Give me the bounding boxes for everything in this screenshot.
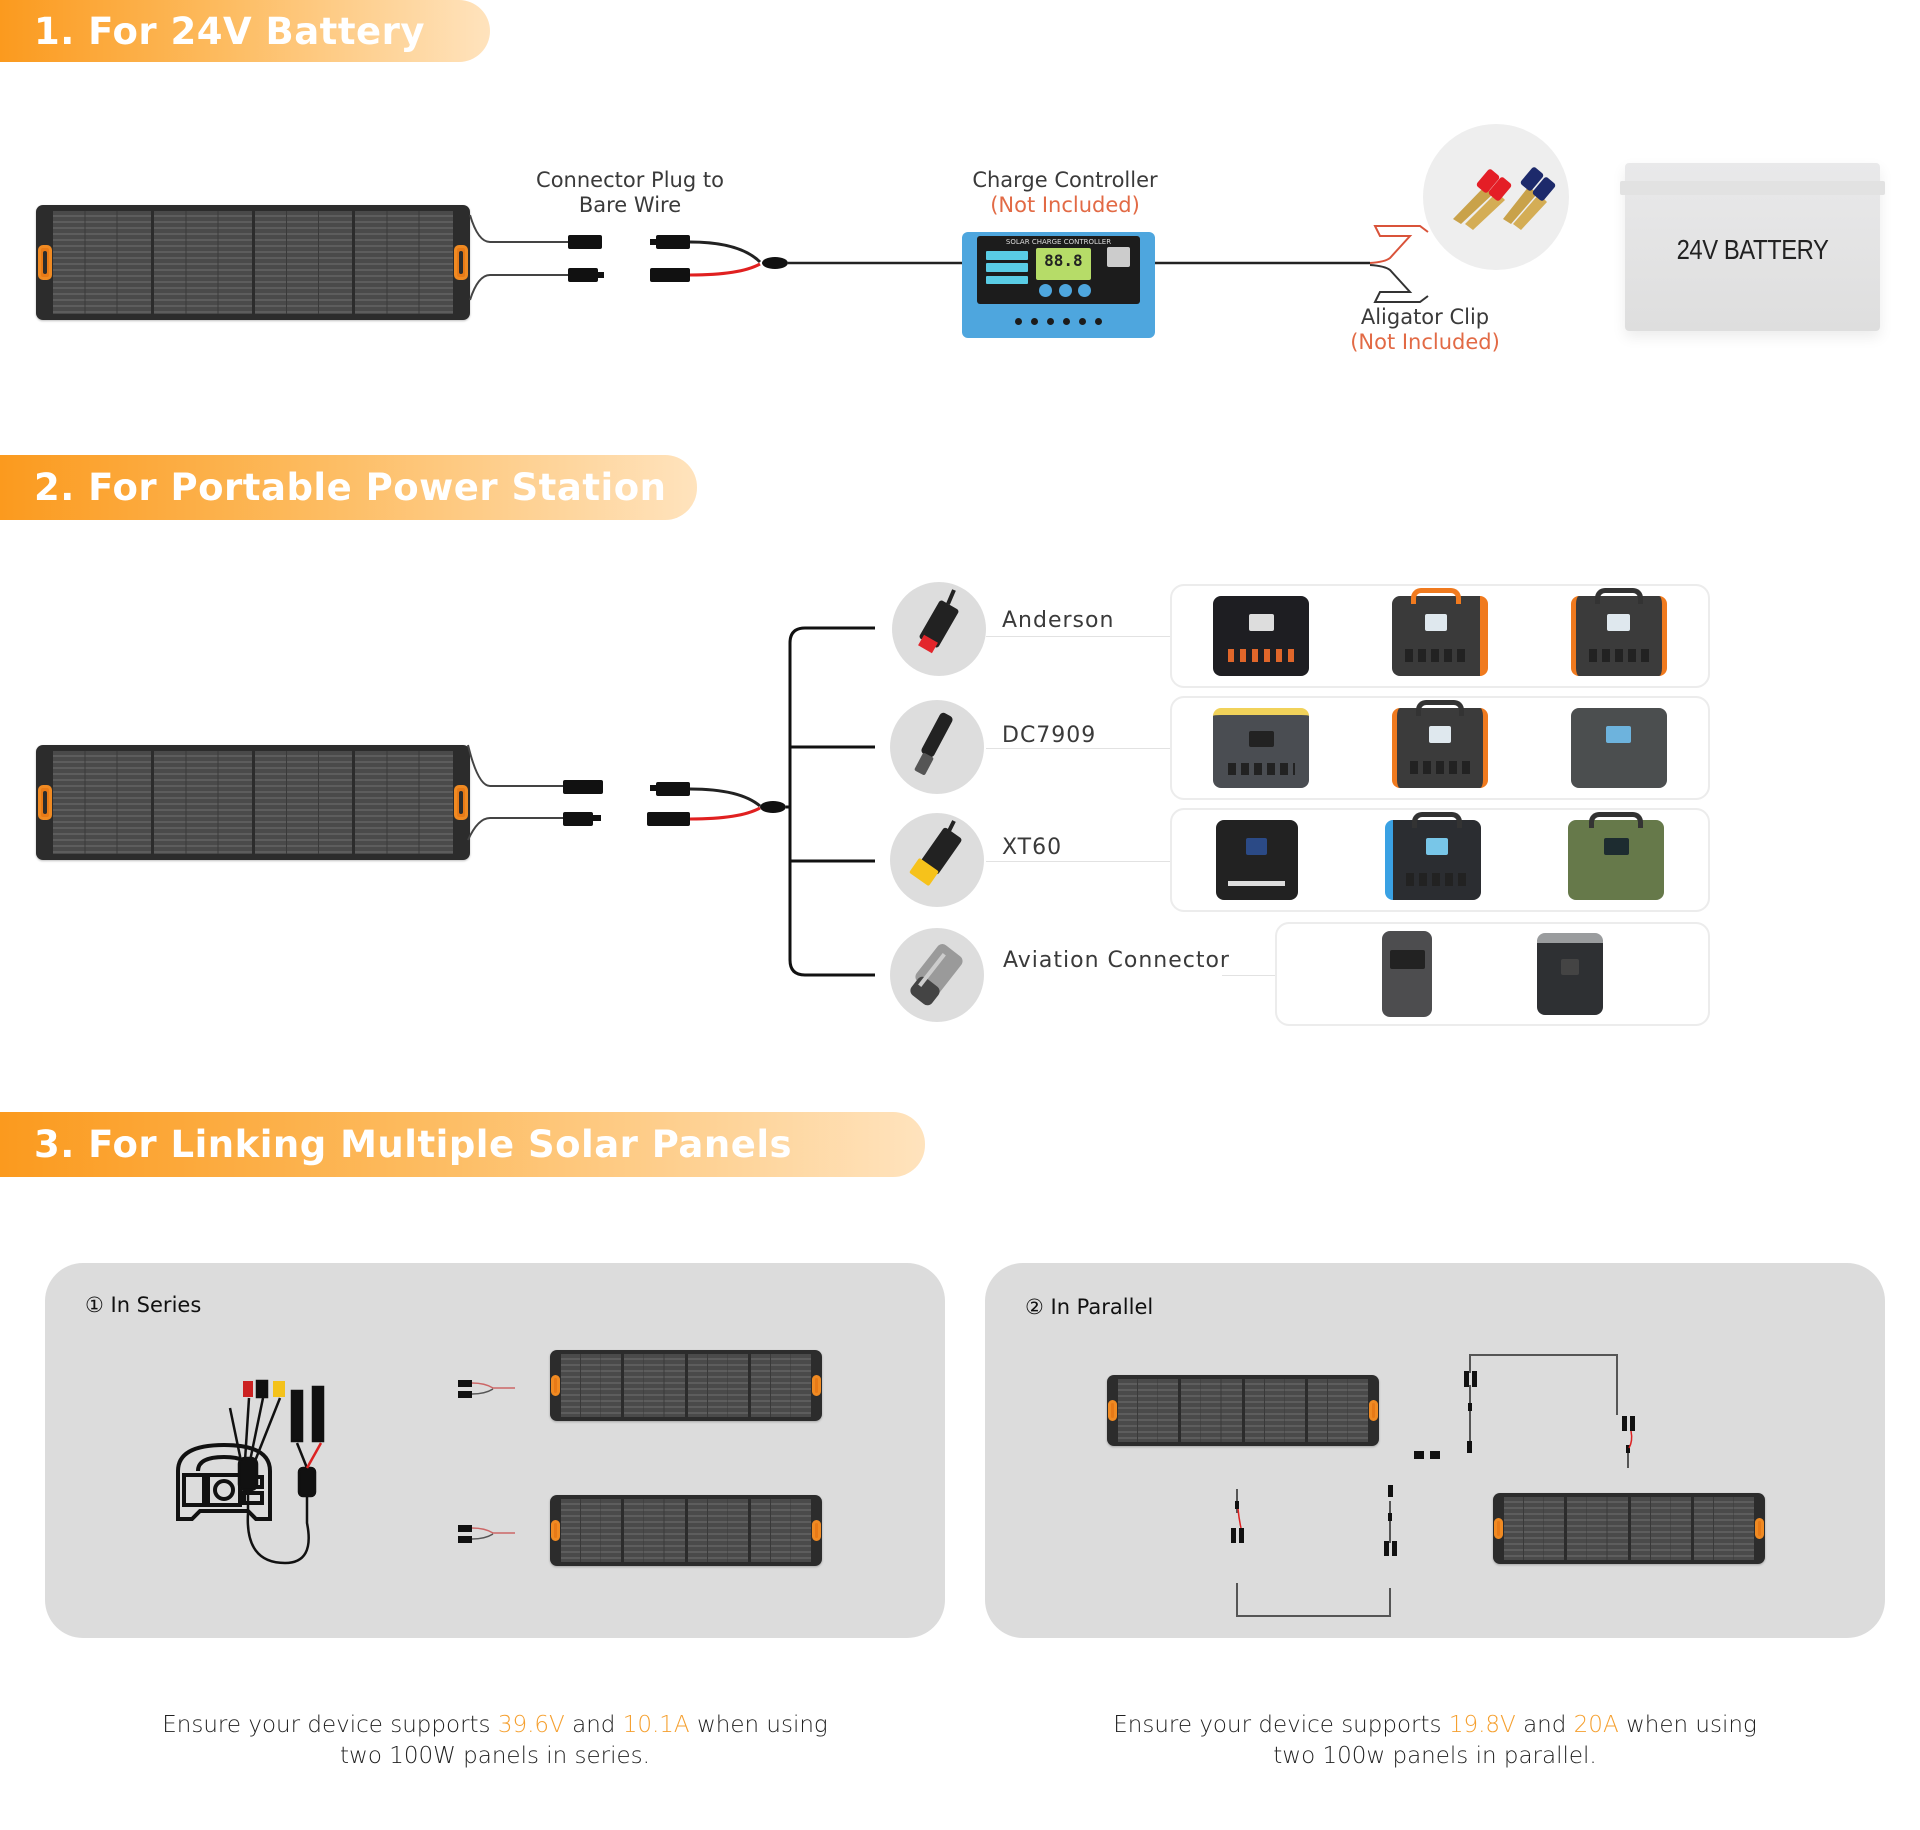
panel-handle-icon	[37, 245, 52, 280]
not-included-note: (Not Included)	[990, 193, 1140, 217]
series-voltage: 39.6V	[497, 1712, 565, 1738]
series-current: 10.1A	[622, 1712, 690, 1738]
connector-plug-label: Connector Plug to Bare Wire	[536, 168, 724, 217]
power-station-icon	[1391, 588, 1488, 676]
parallel-voltage: 19.8V	[1448, 1712, 1516, 1738]
solar-panel	[36, 745, 470, 860]
device-group-aviation	[1275, 922, 1710, 1026]
alligator-clip-icon	[1453, 167, 1556, 230]
solar-panel	[550, 1495, 822, 1566]
solar-panel	[550, 1350, 822, 1421]
power-station-icon	[1213, 596, 1310, 676]
series-title: ① In Series	[85, 1293, 202, 1317]
connector-label: DC7909	[1002, 723, 1097, 748]
device-group-dc7909	[1170, 696, 1710, 800]
anderson-connector-icon	[918, 589, 959, 654]
series-card: ① In Series	[45, 1263, 945, 1638]
panel-handle-icon	[454, 245, 469, 280]
usb-port-icon	[1107, 247, 1130, 268]
section-3-header: 3. For Linking Multiple Solar Panels	[0, 1112, 925, 1177]
section-1-title: 1. For 24V Battery	[34, 9, 426, 53]
series-diagram	[176, 1379, 515, 1565]
aviation-connector-icon	[910, 944, 963, 1006]
y-branch-cable-icon	[458, 1380, 515, 1543]
section-3-title: 3. For Linking Multiple Solar Panels	[34, 1123, 793, 1166]
aviation-connector-circle	[890, 928, 984, 1022]
xt60-connector-circle	[890, 813, 984, 907]
parallel-title: ② In Parallel	[1025, 1295, 1154, 1319]
power-station-icon	[1537, 933, 1603, 1015]
power-station-icon	[1213, 708, 1310, 788]
alligator-clip-black-outline	[1369, 264, 1429, 303]
charge-controller-label: Charge Controller (Not Included)	[950, 168, 1180, 218]
branch-bracket	[788, 626, 875, 977]
parallel-card: ② In Parallel	[985, 1263, 1885, 1638]
solar-panel	[1493, 1493, 1765, 1564]
not-included-note: (Not Included)	[1350, 330, 1500, 354]
alligator-clip-label: Aligator Clip (Not Included)	[1320, 305, 1530, 355]
power-station-icon	[1570, 588, 1667, 676]
connector-label: XT60	[1002, 835, 1063, 860]
xt60-connector-icon	[909, 820, 962, 886]
power-station-icon	[1382, 931, 1432, 1017]
power-station-icon	[1215, 820, 1298, 900]
anderson-connector-circle	[892, 582, 986, 676]
solar-panel	[1107, 1375, 1379, 1446]
section-2-title: 2. For Portable Power Station	[34, 466, 667, 509]
power-station-icon	[1568, 812, 1665, 900]
multi-connector-cable-icon	[228, 1379, 325, 1565]
parallel-current: 20A	[1573, 1712, 1619, 1738]
charge-controller: SOLAR CHARGE CONTROLLER 88.8	[962, 232, 1155, 338]
solar-panel	[36, 205, 470, 320]
controller-display: 88.8	[1035, 248, 1091, 280]
panel-handle-icon	[454, 785, 469, 820]
section-1-header: 1. For 24V Battery	[0, 0, 490, 62]
device-group-anderson	[1170, 584, 1710, 688]
section-2-wiring	[467, 626, 875, 977]
power-station-icon	[1391, 700, 1488, 788]
section-1-wiring	[469, 214, 1429, 303]
battery-label: 24V BATTERY	[1676, 233, 1829, 265]
dc7909-connector-circle	[890, 700, 984, 794]
mc4-y-connector-icon	[1231, 1371, 1635, 1556]
parallel-diagram	[1231, 1354, 1635, 1617]
connector-label: Anderson	[1002, 608, 1115, 633]
section-2-header: 2. For Portable Power Station	[0, 455, 697, 520]
dc7909-connector-icon	[914, 712, 953, 775]
series-caption: Ensure your device supports 39.6V and 10…	[162, 1712, 828, 1769]
connector-label: Aviation Connector	[1003, 948, 1230, 973]
alligator-clip-photo	[1423, 124, 1569, 270]
panel-handle-icon	[37, 785, 52, 820]
battery-24v: 24V BATTERY	[1620, 163, 1885, 331]
power-station-icon	[1384, 812, 1481, 900]
parallel-caption: Ensure your device supports 19.8V and 20…	[1113, 1712, 1757, 1769]
alligator-clip-red-outline	[1369, 225, 1429, 264]
device-group-xt60	[1170, 808, 1710, 912]
power-station-icon	[1570, 708, 1667, 788]
